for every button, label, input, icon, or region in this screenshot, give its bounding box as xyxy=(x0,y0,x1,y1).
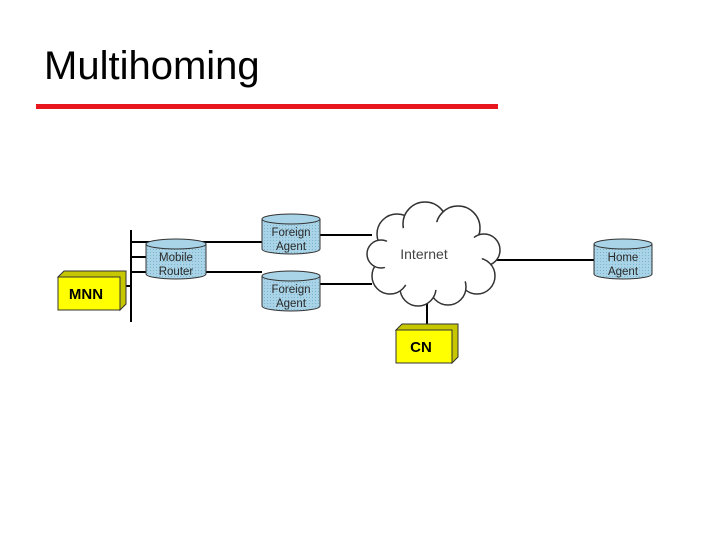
cn-label: CN xyxy=(410,339,432,356)
mnn-label: MNN xyxy=(69,286,103,303)
foreign-agent-2-label-line1: Foreign xyxy=(272,284,311,296)
mobile-router-label-line1: Mobile xyxy=(159,252,193,264)
mobile-router-label-line2: Router xyxy=(159,266,194,278)
internet-cloud: Internet xyxy=(366,201,501,307)
foreign-agent-2-cylinder: Foreign Agent xyxy=(261,270,321,312)
mobile-router-cylinder: Mobile Router xyxy=(145,238,207,280)
cn-box: CN xyxy=(394,323,459,365)
foreign-agent-1-label-line1: Foreign xyxy=(272,227,311,239)
title-underline xyxy=(36,104,498,109)
mnn-box: MNN xyxy=(56,270,127,312)
home-agent-cylinder: Home Agent xyxy=(593,238,653,280)
slide-title: Multihoming xyxy=(44,44,260,88)
home-agent-label-line2: Agent xyxy=(608,266,639,278)
foreign-agent-1-cylinder: Foreign Agent xyxy=(261,213,321,255)
foreign-agent-1-label-line2: Agent xyxy=(276,241,307,253)
home-agent-label-line1: Home xyxy=(608,252,639,264)
internet-label: Internet xyxy=(400,246,448,262)
foreign-agent-2-label-line2: Agent xyxy=(276,298,307,310)
